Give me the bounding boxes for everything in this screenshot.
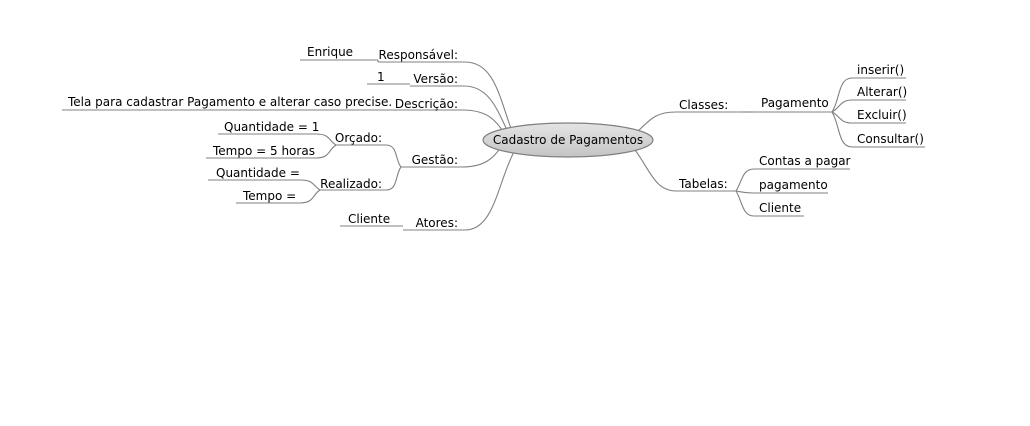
connector-responsavel [464, 61, 513, 132]
tabelas-label[interactable]: Tabelas: [678, 177, 728, 191]
connector-versao [463, 85, 509, 133]
connector-classes [636, 111, 677, 133]
tabela-contas-a-pagar[interactable]: Contas a pagar [759, 154, 851, 168]
connector-atores [464, 149, 516, 231]
realizado-quantidade[interactable]: Quantidade = [216, 166, 300, 180]
pagamento-class[interactable]: Pagamento [761, 96, 829, 110]
connector-tabelas [634, 149, 677, 192]
realizado-label[interactable]: Realizado: [320, 177, 382, 191]
connector-realizado-qtd [299, 179, 321, 191]
orcado-tempo[interactable]: Tempo = 5 horas [212, 144, 315, 158]
classes-label[interactable]: Classes: [679, 98, 728, 112]
orcado-quantidade[interactable]: Quantidade = 1 [224, 120, 319, 134]
connector-excluir [831, 111, 853, 124]
atores-label[interactable]: Atores: [416, 216, 458, 230]
realizado-tempo[interactable]: Tempo = [242, 189, 296, 203]
method-inserir[interactable]: inserir() [857, 63, 904, 77]
versao-label[interactable]: Versão: [413, 72, 458, 86]
responsavel-label[interactable]: Responsável: [379, 48, 458, 62]
orcado-label[interactable]: Orçado: [335, 131, 382, 145]
center-node[interactable] [482, 122, 654, 158]
connector-consultar [831, 111, 853, 148]
connector-orcado-tempo [315, 144, 337, 159]
connector-orcado [385, 144, 402, 168]
connector-cliente-tabela [735, 190, 755, 217]
connector-alterar [831, 99, 853, 113]
connector-pagamento-tabela [735, 190, 755, 194]
method-excluir[interactable]: Excluir() [857, 108, 907, 122]
gestao-label[interactable]: Gestão: [412, 153, 458, 167]
connector-realizado-tempo [299, 189, 321, 204]
atores-value[interactable]: Cliente [348, 212, 390, 226]
tabela-cliente[interactable]: Cliente [759, 201, 801, 215]
connector-realizado [385, 166, 402, 191]
method-alterar[interactable]: Alterar() [857, 85, 907, 99]
method-consultar[interactable]: Consultar() [857, 132, 924, 146]
descricao-value[interactable]: Tela para cadastrar Pagamento e alterar … [67, 95, 392, 109]
connector-orcado-qtd [315, 133, 337, 146]
versao-value[interactable]: 1 [377, 70, 385, 84]
tabela-pagamento[interactable]: pagamento [759, 178, 828, 192]
connector-contas [735, 168, 755, 192]
center-node-label: Cadastro de Pagamentos [493, 133, 643, 147]
descricao-label[interactable]: Descrição: [395, 97, 458, 111]
connector-inserir [831, 77, 853, 113]
responsavel-value[interactable]: Enrique [307, 45, 353, 59]
